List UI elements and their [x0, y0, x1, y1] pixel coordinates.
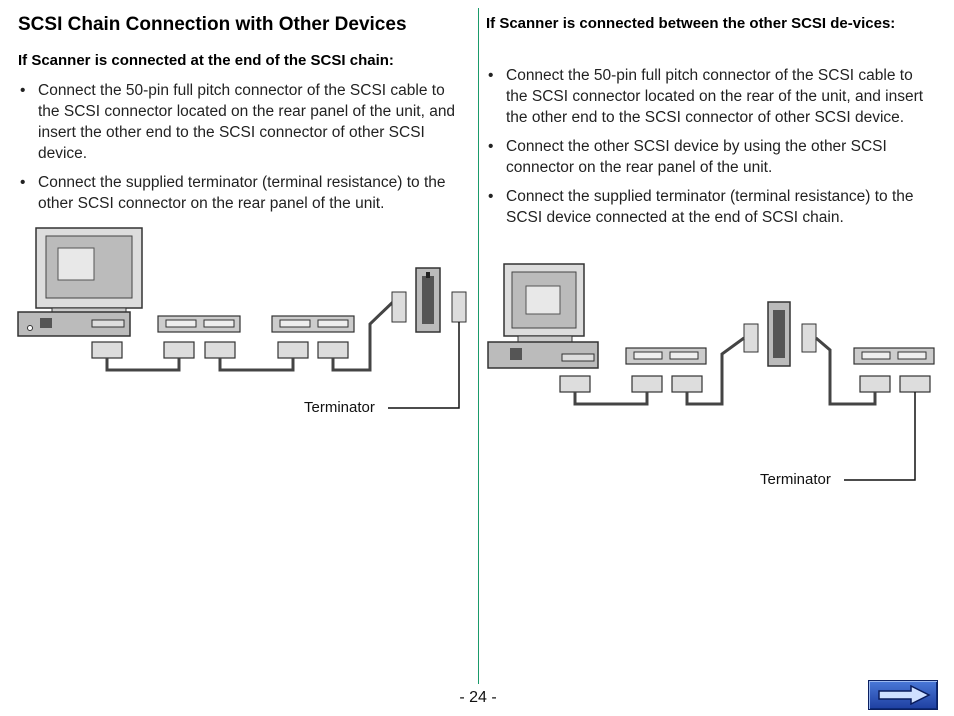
scsi-cable-icon	[573, 336, 877, 406]
next-page-button[interactable]	[868, 680, 938, 710]
page-number: - 24 -	[459, 689, 497, 706]
terminator-label: Terminator	[304, 399, 375, 416]
right-subheading: If Scanner is connected between the othe…	[486, 15, 896, 32]
left-subheading: If Scanner is connected at the end of th…	[18, 52, 394, 69]
right-arrow-icon	[878, 685, 931, 705]
list-item: Connect the other SCSI device by using t…	[486, 136, 934, 178]
scsi-device-icon	[271, 315, 355, 333]
cable-plug-icon	[91, 341, 349, 359]
list-item: Connect the 50-pin full pitch connector …	[486, 65, 934, 128]
scsi-device-icon	[157, 315, 241, 333]
list-item: Connect the 50-pin full pitch connector …	[18, 80, 466, 164]
terminator-label: Terminator	[760, 471, 831, 488]
terminator-leader-line	[388, 322, 460, 409]
list-item: Connect the supplied terminator (termina…	[486, 186, 934, 228]
scanner-icon	[391, 267, 467, 333]
computer-base-icon	[487, 341, 599, 369]
left-bullet-list: Connect the 50-pin full pitch connector …	[18, 80, 466, 222]
right-bullet-list: Connect the 50-pin full pitch connector …	[486, 65, 934, 236]
left-scsi-diagram: Terminator	[17, 227, 467, 416]
scsi-device-icon	[853, 347, 935, 365]
scsi-cable-icon	[105, 298, 397, 372]
cable-plug-icon	[559, 375, 931, 393]
page-title: SCSI Chain Connection with Other Devices	[18, 14, 407, 35]
list-item: Connect the supplied terminator (termina…	[18, 172, 466, 214]
computer-base-icon	[17, 311, 131, 337]
column-divider	[478, 8, 479, 684]
right-scsi-diagram: Terminator	[487, 263, 935, 488]
terminator-leader-line	[844, 392, 916, 481]
computer-monitor-icon	[503, 263, 585, 345]
computer-monitor-icon	[35, 227, 143, 319]
scsi-device-icon	[625, 347, 707, 365]
scanner-icon	[743, 301, 817, 367]
